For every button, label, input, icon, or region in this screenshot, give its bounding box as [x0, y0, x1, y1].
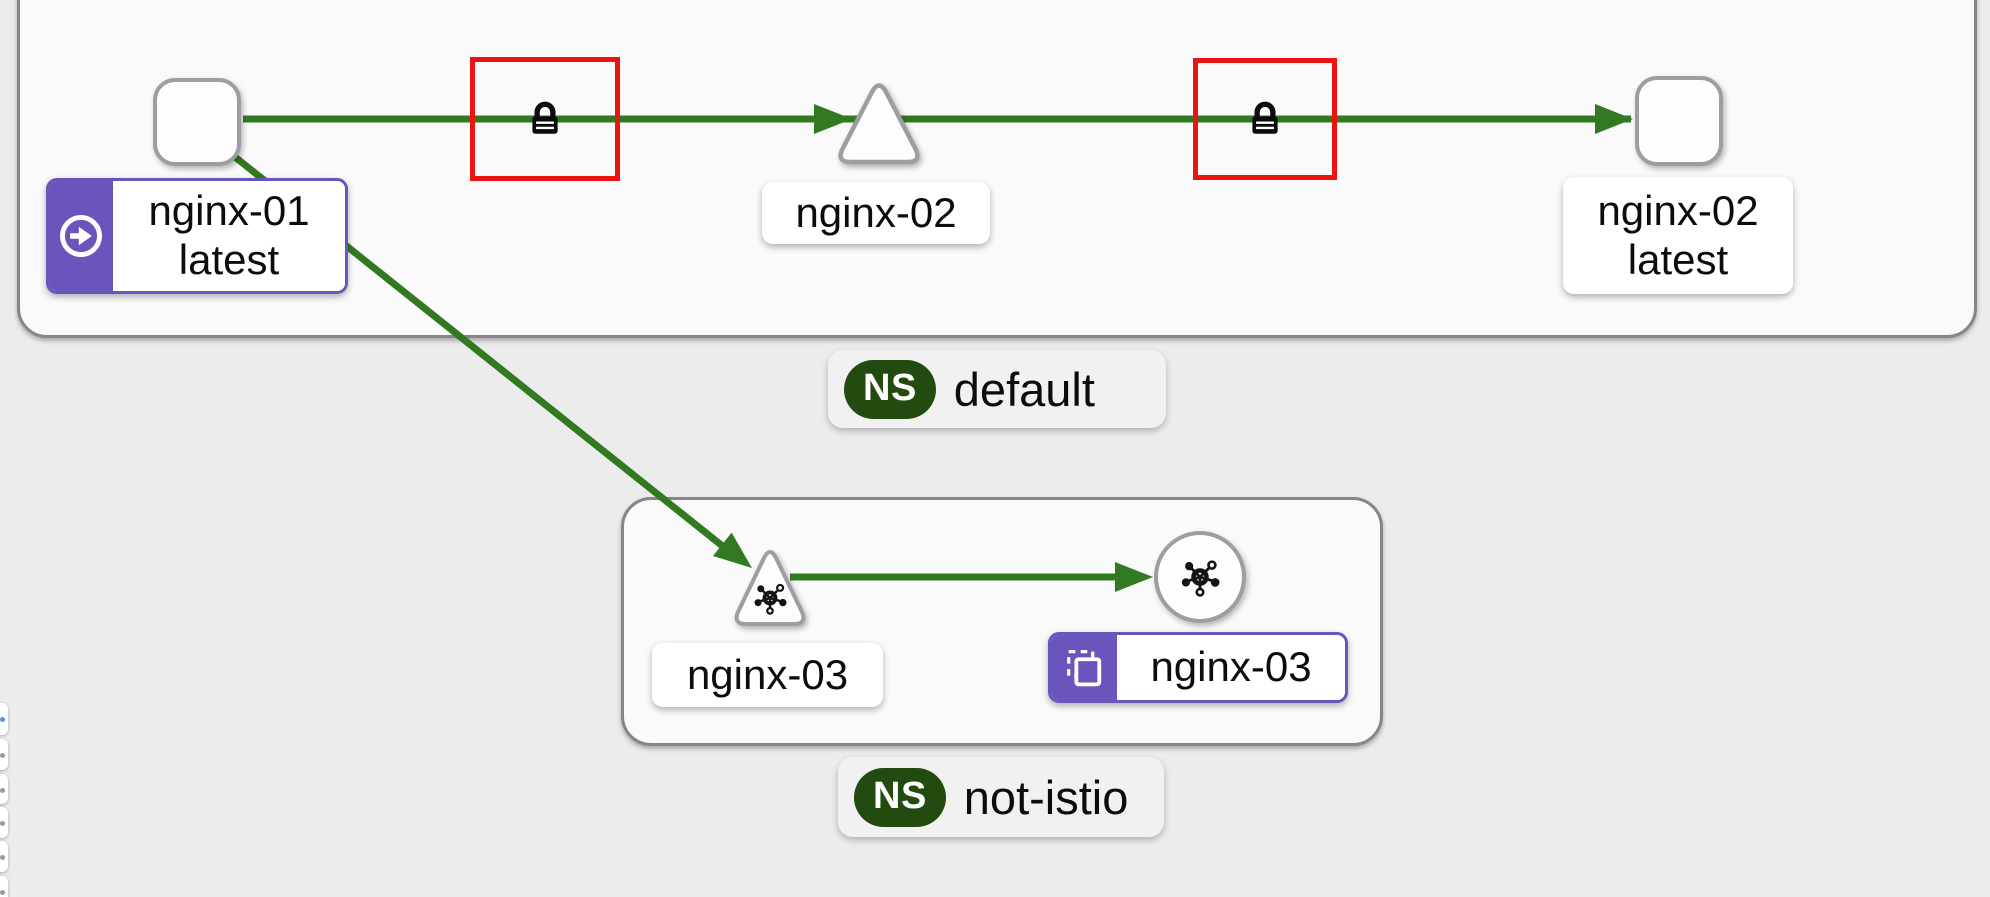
- node-name: nginx-02: [795, 188, 957, 236]
- node-name: nginx-03: [686, 650, 849, 698]
- graph-toolbar-button-2[interactable]: [0, 739, 8, 770]
- namespace-badge-not-istio[interactable]: NS not-istio: [838, 757, 1164, 837]
- toolbar-glyph: [0, 889, 5, 895]
- out-of-mesh-icon: [754, 583, 787, 615]
- node-version: latest: [178, 236, 280, 283]
- graph-toolbar-button-3[interactable]: [0, 774, 8, 804]
- root-arrow-icon: [60, 215, 102, 257]
- out-of-mesh-icon: [1181, 560, 1220, 597]
- toolbar-glyph: [0, 854, 5, 860]
- toolbar-glyph: [0, 752, 5, 758]
- mtls-highlight-box-2: [1193, 58, 1337, 180]
- node-name: nginx-02: [1597, 186, 1759, 234]
- mtls-highlight-box-1: [470, 57, 620, 181]
- graph-toolbar-button-1[interactable]: [0, 703, 8, 735]
- toolbar-glyph: [0, 787, 5, 793]
- node-label-nginx-01[interactable]: nginx-01 latest: [46, 178, 348, 294]
- node-name: nginx-01: [148, 187, 310, 235]
- overlapping-squares-icon: [1067, 649, 1102, 686]
- toolbar-glyph: [0, 820, 5, 826]
- node-nginx-03-workload[interactable]: [1154, 531, 1246, 623]
- namespace-badge-default[interactable]: NS default: [828, 350, 1166, 428]
- node-nginx-02-service[interactable]: [824, 72, 934, 172]
- namespace-name: not-istio: [963, 770, 1129, 824]
- ns-pill-icon: NS: [854, 767, 946, 827]
- graph-toolbar-button-4[interactable]: [0, 807, 8, 838]
- node-label-nginx-02-service[interactable]: nginx-02: [762, 182, 990, 244]
- node-label-nginx-02-workload[interactable]: nginx-02 latest: [1563, 177, 1793, 294]
- node-nginx-01-workload[interactable]: [153, 78, 241, 166]
- root-badge: [49, 181, 113, 291]
- node-nginx-02-workload[interactable]: [1635, 76, 1723, 166]
- node-nginx-03-service[interactable]: [722, 540, 818, 632]
- mtls-lock-icon: [1252, 101, 1278, 134]
- toolbar-glyph: [0, 717, 5, 723]
- namespace-name: default: [953, 362, 1095, 416]
- graph-toolbar-button-5[interactable]: [0, 841, 8, 872]
- node-version: latest: [1627, 235, 1729, 283]
- node-name: nginx-03: [1150, 643, 1312, 691]
- node-label-nginx-03-workload[interactable]: nginx-03: [1048, 632, 1348, 703]
- workload-entry-badge: [1051, 635, 1117, 700]
- ns-pill-icon: NS: [844, 359, 936, 419]
- graph-toolbar-button-6[interactable]: [0, 876, 8, 897]
- node-label-nginx-03-service[interactable]: nginx-03: [652, 643, 883, 707]
- mtls-lock-icon: [532, 101, 558, 134]
